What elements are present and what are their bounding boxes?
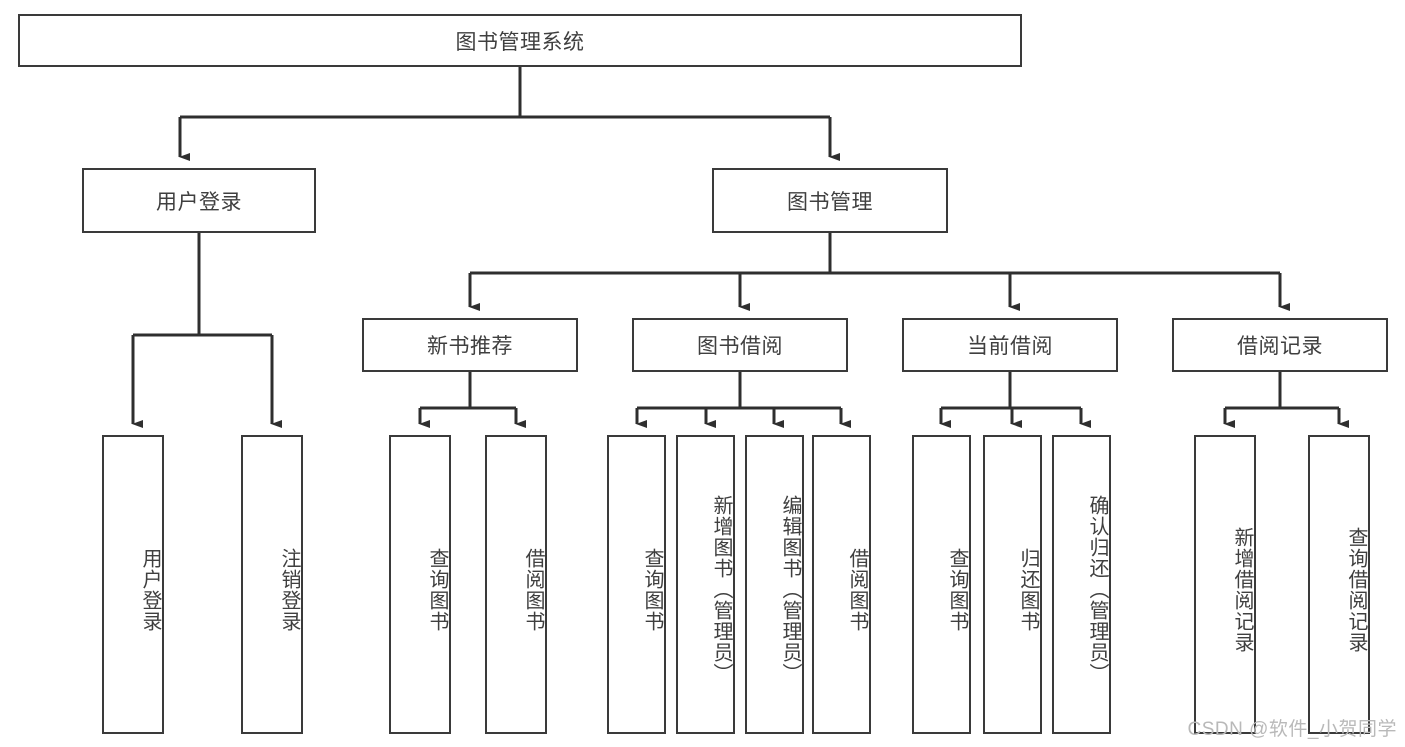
node-book-management-label: 图书管理: [787, 190, 873, 214]
node-leaf-user-logout-label: 注销登录: [278, 547, 300, 632]
node-leaf-query-borrow-record[interactable]: 查询借阅记录: [1308, 435, 1370, 734]
node-leaf-user-login-label: 用户登录: [139, 547, 161, 632]
node-leaf-add-book-admin[interactable]: 新增图书（管理员）: [676, 435, 735, 734]
node-leaf-add-book-admin-label: 新增图书（管理员）: [710, 495, 732, 684]
node-leaf-user-login[interactable]: 用户登录: [102, 435, 164, 734]
node-leaf-query-book-recommend[interactable]: 查询图书: [389, 435, 451, 734]
node-leaf-borrow-book-recommend-label: 借阅图书: [522, 547, 544, 632]
node-leaf-query-book-current[interactable]: 查询图书: [912, 435, 971, 734]
node-leaf-query-book-borrow-label: 查询图书: [641, 547, 663, 632]
node-book-borrow-label: 图书借阅: [697, 335, 783, 358]
node-leaf-query-book-borrow[interactable]: 查询图书: [607, 435, 666, 734]
node-leaf-query-book-recommend-label: 查询图书: [426, 547, 448, 632]
node-leaf-query-borrow-record-label: 查询借阅记录: [1345, 526, 1367, 653]
node-current-borrow[interactable]: 当前借阅: [902, 318, 1118, 372]
node-leaf-query-book-current-label: 查询图书: [946, 547, 968, 632]
node-leaf-return-book-label: 归还图书: [1017, 547, 1039, 632]
node-leaf-add-borrow-record[interactable]: 新增借阅记录: [1194, 435, 1256, 734]
node-leaf-return-book[interactable]: 归还图书: [983, 435, 1042, 734]
node-borrow-record-label: 借阅记录: [1237, 335, 1323, 358]
node-leaf-edit-book-admin[interactable]: 编辑图书（管理员）: [745, 435, 804, 734]
node-root-label: 图书管理系统: [455, 30, 585, 54]
node-root[interactable]: 图书管理系统: [18, 14, 1022, 67]
node-user-login[interactable]: 用户登录: [82, 168, 316, 233]
node-leaf-add-borrow-record-label: 新增借阅记录: [1231, 526, 1253, 653]
node-book-management[interactable]: 图书管理: [712, 168, 948, 233]
node-leaf-edit-book-admin-label: 编辑图书（管理员）: [779, 495, 801, 684]
node-leaf-confirm-return-admin-label: 确认归还（管理员）: [1086, 495, 1108, 684]
node-borrow-record[interactable]: 借阅记录: [1172, 318, 1388, 372]
node-user-login-label: 用户登录: [156, 190, 242, 214]
node-leaf-borrow-book-recommend[interactable]: 借阅图书: [485, 435, 547, 734]
node-current-borrow-label: 当前借阅: [967, 335, 1053, 358]
node-leaf-user-logout[interactable]: 注销登录: [241, 435, 303, 734]
node-leaf-confirm-return-admin[interactable]: 确认归还（管理员）: [1052, 435, 1111, 734]
watermark: CSDN @软件_小贺同学: [1187, 719, 1397, 740]
node-new-book-recommend[interactable]: 新书推荐: [362, 318, 578, 372]
node-leaf-borrow-book[interactable]: 借阅图书: [812, 435, 871, 734]
node-new-book-recommend-label: 新书推荐: [427, 335, 513, 358]
node-book-borrow[interactable]: 图书借阅: [632, 318, 848, 372]
node-leaf-borrow-book-label: 借阅图书: [846, 547, 868, 632]
